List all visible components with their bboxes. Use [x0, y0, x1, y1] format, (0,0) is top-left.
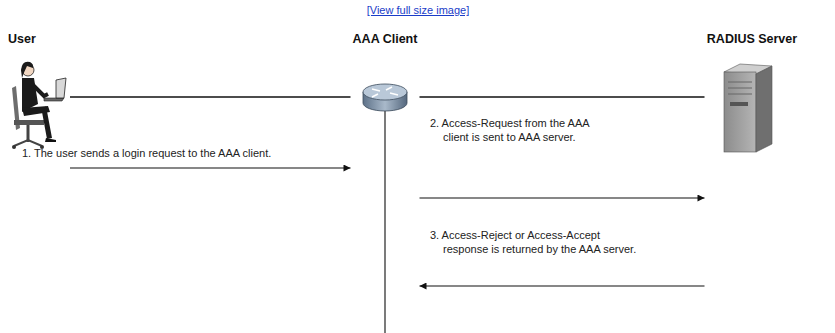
message-arrow — [420, 285, 705, 286]
user-figure — [12, 62, 66, 149]
network-device: AAA Client — [351, 32, 420, 110]
network-link — [420, 96, 705, 98]
message-arrow — [420, 197, 705, 198]
message-arrow — [70, 167, 351, 168]
step-label: 3. Access-Reject or Access-Accept respon… — [430, 228, 643, 256]
step-label: 2. Access-Request from the AAA client is… — [430, 116, 593, 144]
network-device: User — [8, 32, 70, 150]
device-heading: AAA Client — [351, 32, 420, 47]
network-device: RADIUS Server — [705, 32, 800, 154]
client-timeline — [384, 104, 385, 333]
server-icon — [724, 64, 772, 152]
device-heading: RADIUS Server — [705, 32, 800, 47]
device-heading: User — [8, 32, 70, 47]
router-icon — [363, 84, 407, 111]
network-link — [70, 96, 351, 98]
step-label: 1. The user sends a login request to the… — [22, 146, 365, 160]
view-link: [View full size image] — [367, 3, 470, 17]
